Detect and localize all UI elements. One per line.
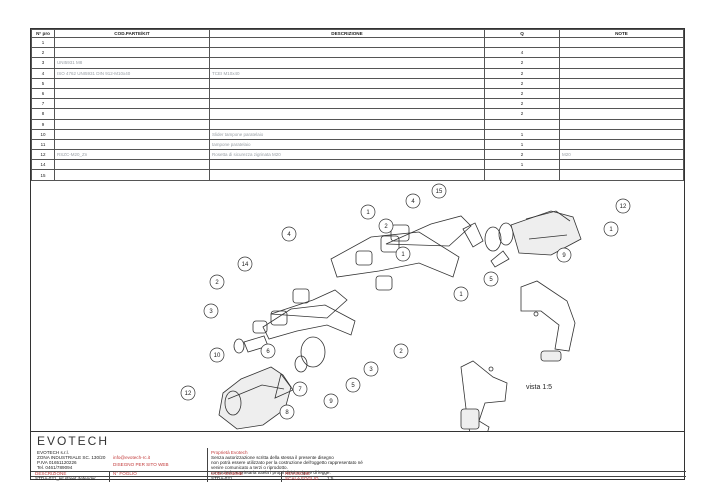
balloon-label: 5 (351, 383, 355, 389)
balloon-circle (281, 226, 297, 242)
balloon-label: 5 (489, 277, 493, 283)
company-name: EVOTECH s.r.l. (37, 450, 69, 455)
balloon-label: 4 (411, 199, 415, 205)
legal-line-2: non potrà essere utilizzato per la costr… (211, 460, 363, 465)
balloon-label: 3 (209, 309, 213, 315)
balloon-circle (431, 183, 447, 199)
balloon-label: 6 (266, 349, 270, 355)
balloon-circle (483, 271, 499, 287)
cod-assieme-label: COD.ASSIEME (211, 471, 243, 476)
bom-row: 15 (31, 169, 684, 181)
side-view-bracket-a (520, 280, 576, 352)
balloon-circle (345, 377, 361, 393)
balloon-label: 2 (215, 280, 219, 286)
revisione-label: REVISIONE (285, 471, 311, 476)
balloon-label: 9 (562, 253, 566, 259)
washer-upper (490, 250, 510, 268)
view-scale-label: vista 1:5 (526, 384, 553, 391)
balloon-circle (180, 385, 196, 401)
legal-title: Proprietà Evotech (211, 450, 248, 455)
bolt-head-lower (233, 338, 245, 354)
balloon-label: 15 (436, 189, 443, 195)
bom-cell-notes (559, 169, 684, 181)
bill-of-materials-table: N° pro COD.PARTE/KIT DESCRIZIONE Q NOTE … (31, 29, 684, 181)
foglio-label: N° FOGLIO (113, 471, 137, 476)
assembly-code-value: STDA-021 (211, 476, 233, 481)
scala-value: 1:5 (327, 476, 334, 481)
balloon-circle (363, 361, 379, 377)
descrizione-label: DESCRIZIONE (35, 471, 67, 476)
balloon-circle (209, 274, 225, 290)
balloon-circle (615, 198, 631, 214)
balloon-label: 4 (287, 232, 291, 238)
balloon-label: 7 (298, 387, 302, 393)
drawing-sheet: N° pro COD.PARTE/KIT DESCRIZIONE Q NOTE … (30, 28, 686, 482)
balloon-circle (556, 247, 572, 263)
company-address: ZONA INDUSTRIALE SC. 130/20 (37, 455, 106, 460)
balloon-label: 14 (242, 262, 249, 268)
balloon-label: 10 (214, 353, 221, 359)
bracket-arm-upper (385, 215, 472, 247)
balloon-circle (603, 221, 619, 237)
scala-label: SCALA FOGLIO (285, 476, 319, 481)
company-email: info@evotech-rc.it (113, 455, 151, 460)
drawing-type: DISEGNO PER SITO WEB (113, 462, 169, 467)
balloon-circle (292, 381, 308, 397)
slider-puck-upper (510, 210, 582, 256)
spacer-block-d (355, 250, 373, 266)
spacer-block-b (390, 224, 410, 242)
bolt-flange-upper (462, 222, 484, 248)
side-view-bracket-b (460, 360, 508, 431)
balloon-label: 1 (459, 292, 463, 298)
balloon-label: 1 (366, 210, 370, 216)
balloon-label: 8 (285, 410, 289, 416)
company-phone: Tel. 0461/789094 (37, 465, 73, 470)
balloon-label: 2 (384, 224, 388, 230)
title-block: EVOTECH EVOTECH s.r.l. ZONA INDUSTRIALE … (31, 431, 686, 482)
frame-bracket-lower (262, 304, 356, 340)
balloon-circle (203, 303, 219, 319)
bushing-lower (300, 336, 326, 368)
legal-line-3: venire comunicato a terzi o riprodotto. (211, 465, 288, 470)
balloon-circle (279, 404, 295, 420)
spacer-block-a (380, 235, 400, 253)
balloon-circle (237, 256, 253, 272)
spacer-block-e (292, 288, 310, 304)
legal-line-4: La società proprietaria tutela i propri … (211, 470, 331, 475)
balloon-circle (395, 246, 411, 262)
bracket-arm-lower (270, 289, 348, 319)
balloon-circle (393, 343, 409, 359)
frame-bracket-upper (330, 231, 460, 278)
evotech-logo: EVOTECH (37, 434, 110, 448)
balloon-circle (405, 193, 421, 209)
balloon-label: 9 (329, 399, 333, 405)
legal-line-1: Senza autorizzazione scritta della stess… (211, 455, 334, 460)
company-vat: P.IVA 01651120226 (37, 460, 77, 465)
spacer-block-c (375, 275, 393, 291)
description-value: STDA-021_kit street defender (35, 476, 96, 481)
balloon-circle (323, 393, 339, 409)
spacer-block-f (270, 310, 288, 326)
balloon-circle (260, 343, 276, 359)
balloon-label: 12 (185, 391, 192, 397)
balloon-circle (209, 347, 225, 363)
bushing-upper (484, 226, 502, 252)
balloon-label: 12 (620, 204, 627, 210)
balloon-circle (453, 286, 469, 302)
balloon-circle (378, 218, 394, 234)
balloon-label: 2 (399, 349, 403, 355)
balloon-circle (360, 204, 376, 220)
balloon-label: 3 (369, 367, 373, 373)
balloon-label: 1 (609, 227, 613, 233)
balloon-label: 1 (401, 252, 405, 258)
